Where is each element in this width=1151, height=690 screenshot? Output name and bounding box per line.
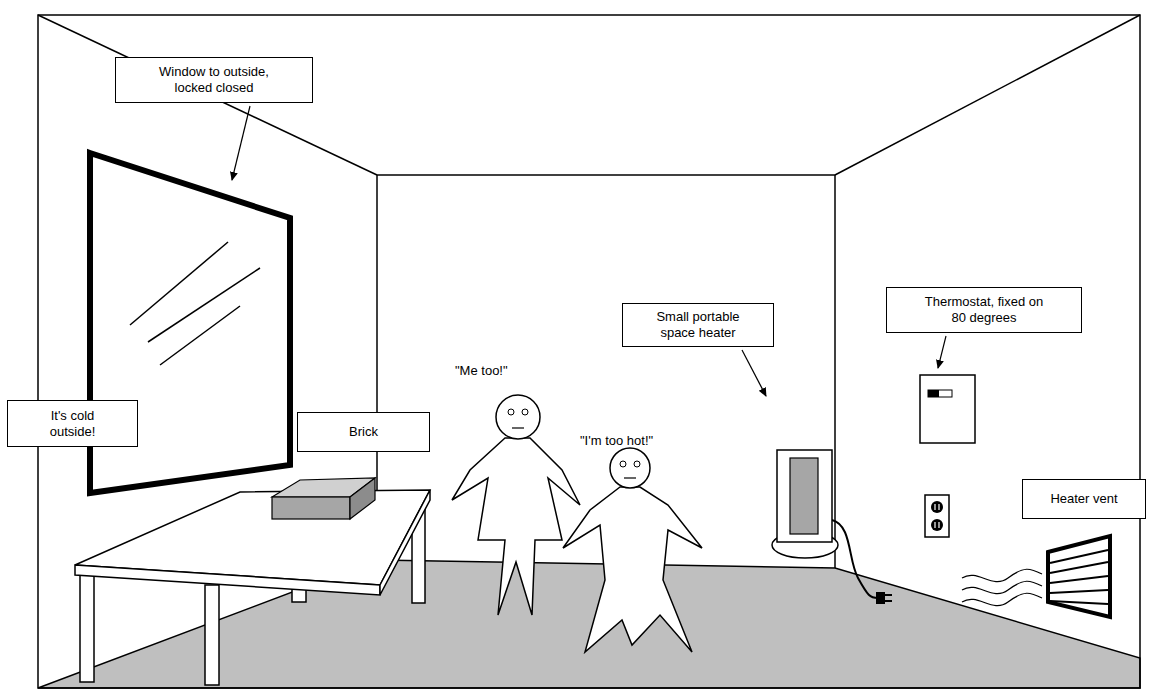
wall-outlet (925, 495, 949, 537)
glass-glare (130, 242, 228, 325)
eye (508, 409, 514, 415)
callout-box: Heater vent (1022, 479, 1146, 519)
back-wall-edge (834, 175, 836, 568)
mouth (624, 477, 636, 478)
socket-slot (938, 504, 939, 510)
thermostat-slider (928, 390, 952, 397)
person-figure (452, 438, 580, 615)
callout-text: Window to outside, locked closed (147, 64, 282, 96)
socket-slot (934, 504, 935, 510)
floor (38, 560, 1140, 688)
speech-text: "I'm too hot!" (580, 433, 653, 449)
callout-box: Small portable space heater (622, 303, 774, 347)
heat-wave (962, 581, 1042, 593)
eye (634, 461, 640, 467)
callout-box: It's cold outside! (7, 400, 138, 447)
callout-text: Heater vent (1050, 491, 1117, 507)
mouth (512, 427, 524, 428)
callout-text: Thermostat, fixed on 80 degrees (924, 294, 1044, 326)
plug-prong (885, 600, 892, 602)
socket-slot (938, 522, 939, 528)
eye (620, 461, 626, 467)
heater-vent (1048, 536, 1110, 617)
vent-slat (1050, 590, 1108, 593)
plug (876, 592, 885, 604)
person-head (610, 448, 650, 488)
callout-text: Brick (349, 424, 378, 440)
socket (931, 519, 943, 531)
heat-wave (962, 593, 1042, 605)
callout-text: Small portable space heater (643, 309, 753, 341)
ceiling-edge (835, 15, 1140, 175)
speech-text: "Me too!" (455, 363, 508, 379)
brick (272, 497, 350, 519)
leader-line (938, 336, 946, 368)
table-edge (75, 565, 380, 595)
eye (522, 409, 528, 415)
person-figure (563, 487, 702, 652)
power-cord (832, 520, 878, 598)
vent-slat (1050, 562, 1108, 573)
socket (931, 501, 943, 513)
socket-slot (934, 522, 935, 528)
vent-slat (1050, 601, 1108, 604)
brick (350, 478, 375, 519)
glass-glare (160, 306, 240, 365)
person-head (496, 395, 540, 439)
leader-line (742, 350, 766, 396)
glass-glare (148, 268, 260, 342)
vent-slat (1050, 576, 1108, 583)
heater-element (790, 458, 818, 534)
vent-slat (1050, 550, 1108, 563)
table-leg (205, 585, 219, 685)
plug-prong (885, 594, 892, 596)
callout-box: Brick (297, 412, 430, 452)
callout-box: Window to outside, locked closed (115, 57, 313, 103)
heat-wave (962, 569, 1042, 581)
leader-line (232, 106, 250, 180)
frame (38, 15, 1140, 688)
callout-box: Thermostat, fixed on 80 degrees (886, 287, 1082, 333)
thermostat (920, 375, 975, 443)
back-wall-edge (377, 174, 835, 176)
table-edge (380, 490, 430, 595)
space-heater (777, 450, 832, 542)
callout-text: It's cold outside! (28, 408, 118, 440)
table-leg (80, 572, 94, 682)
thermostat-slider (928, 390, 939, 397)
